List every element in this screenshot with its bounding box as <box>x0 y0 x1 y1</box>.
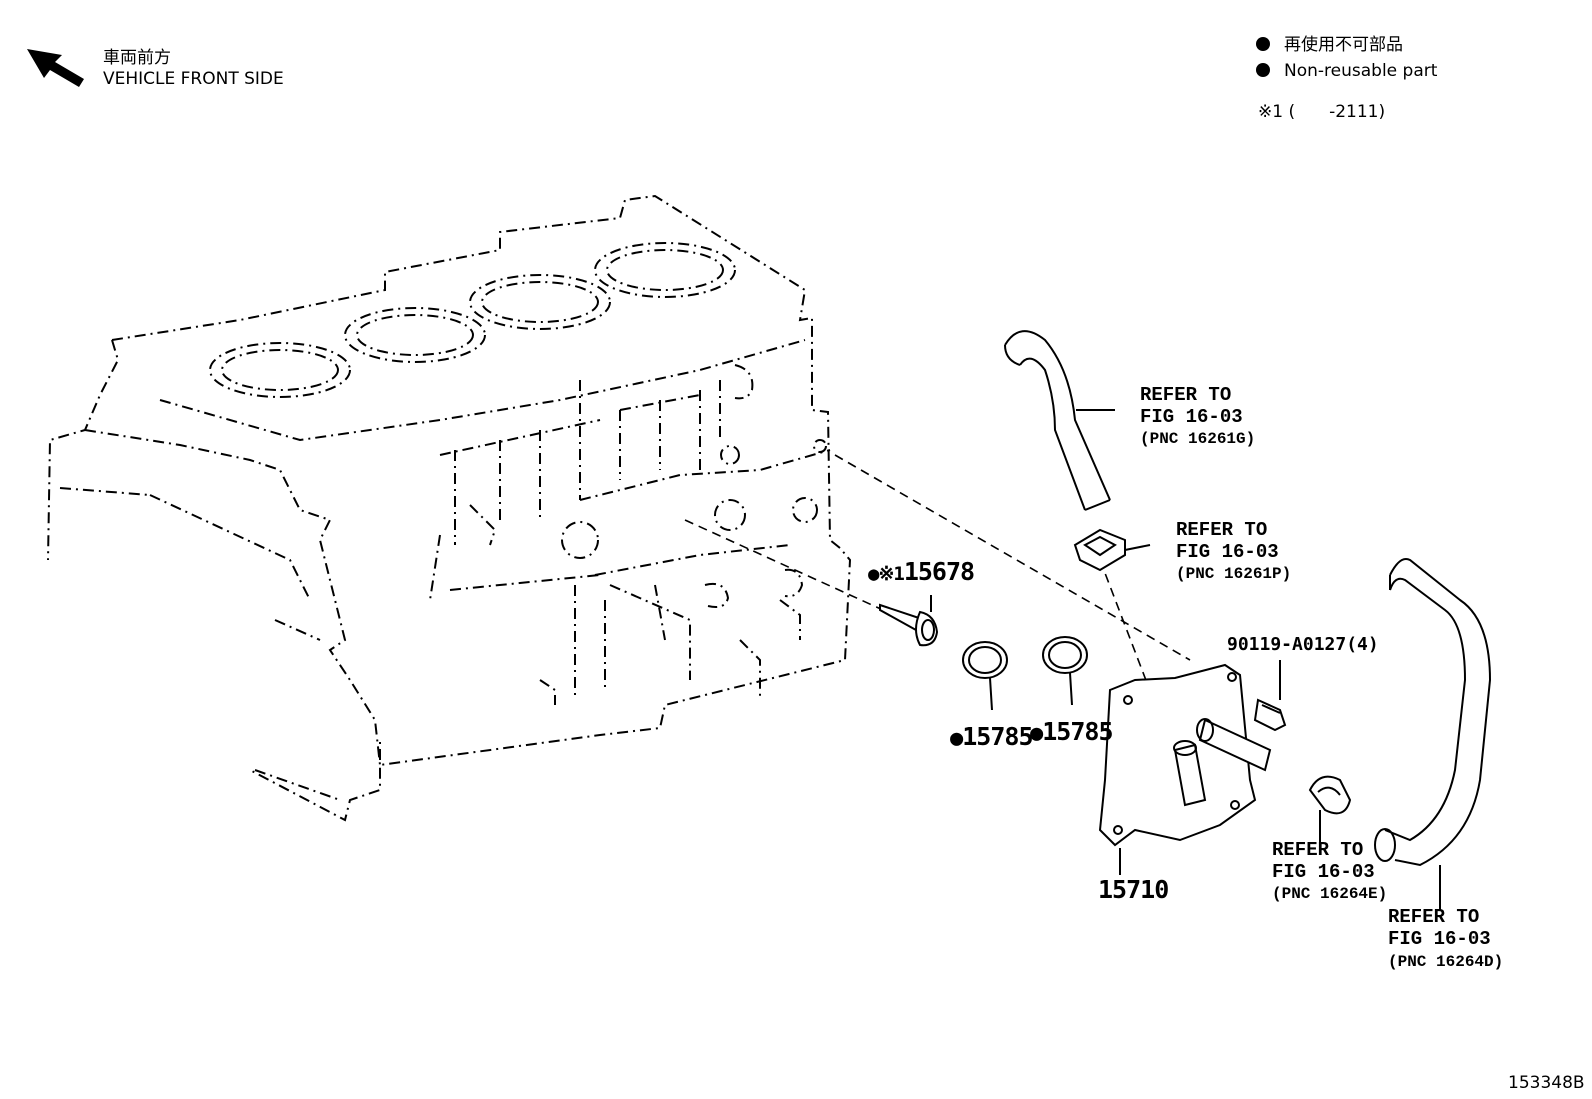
svg-text:FIG 16-03: FIG 16-03 <box>1176 541 1279 563</box>
svg-text:FIG 16-03: FIG 16-03 <box>1140 406 1243 428</box>
part-label-15678: ●※115678 <box>868 557 974 586</box>
hose-16261g <box>1004 330 1115 511</box>
callout-16261g: REFER TO FIG 16-03 (PNC 16261G) <box>1140 384 1255 448</box>
figure-id: 153348B <box>1508 1073 1585 1093</box>
arrow-up-left-icon <box>27 49 84 87</box>
svg-text:(PNC 16264D): (PNC 16264D) <box>1388 953 1503 971</box>
part-label-15710: 15710 <box>1098 875 1168 904</box>
o-ring-15785-a <box>962 641 1008 711</box>
o-ring-15785-b <box>1042 636 1088 706</box>
hose-clip-16261p <box>1073 528 1151 572</box>
bolt-90119-a0127 <box>1253 660 1287 732</box>
svg-text:FIG 16-03: FIG 16-03 <box>1272 861 1375 883</box>
engine-block-outline <box>47 194 852 822</box>
svg-text:FIG 16-03: FIG 16-03 <box>1388 928 1491 950</box>
legend-note: ※1 ( -2111) <box>1258 102 1385 122</box>
callout-16261p: REFER TO FIG 16-03 (PNC 16261P) <box>1176 519 1291 583</box>
hose-16264d <box>1374 558 1492 910</box>
filled-circle-icon <box>1256 63 1270 77</box>
part-label-15785-b: ●15785 <box>1030 717 1113 746</box>
svg-text:(PNC 16264E): (PNC 16264E) <box>1272 885 1387 903</box>
svg-text:(PNC 16261P): (PNC 16261P) <box>1176 565 1291 583</box>
legend-item-jp: 再使用不可部品 <box>1284 34 1403 55</box>
svg-text:(PNC 16261G): (PNC 16261G) <box>1140 430 1255 448</box>
svg-text:REFER TO: REFER TO <box>1388 906 1479 928</box>
svg-text:REFER TO: REFER TO <box>1272 839 1363 861</box>
filled-circle-icon <box>1256 37 1270 51</box>
oil-cooler-union-15678 <box>879 595 939 647</box>
legend: 再使用不可部品 Non-reusable part ※1 ( -2111) <box>1256 34 1438 122</box>
front-label-en: VEHICLE FRONT SIDE <box>103 69 284 89</box>
oil-cooler-15710 <box>1098 663 1272 875</box>
svg-text:REFER TO: REFER TO <box>1140 384 1231 406</box>
callout-16264e: REFER TO FIG 16-03 (PNC 16264E) <box>1272 839 1387 903</box>
part-label-90119-a0127: 90119-A0127(4) <box>1227 634 1379 655</box>
svg-text:REFER TO: REFER TO <box>1176 519 1267 541</box>
front-label-jp: 車両前方 <box>103 48 171 68</box>
hose-clip-16264e <box>1308 775 1352 845</box>
part-label-15785-a: ●15785 <box>950 722 1033 751</box>
legend-item-en: Non-reusable part <box>1284 61 1438 81</box>
callout-16264d: REFER TO FIG 16-03 (PNC 16264D) <box>1388 906 1503 971</box>
